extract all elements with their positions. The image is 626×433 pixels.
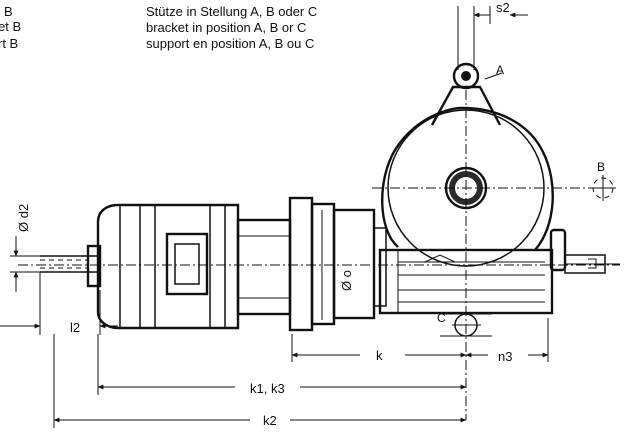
terminal-box [165, 232, 209, 296]
torque-bracket-b: B [590, 160, 616, 201]
caption-left-partial: B et B rt B [0, 4, 21, 51]
gearbox-housing [372, 90, 610, 420]
flange-plate [288, 196, 314, 332]
dim-k: k [291, 334, 467, 363]
caption-line-en: bracket in position A, B or C [146, 20, 306, 35]
dim-k1-k3: k1, k3 [97, 334, 467, 396]
worm-housing-body [378, 248, 554, 315]
dim-o-label: Ø o [339, 270, 354, 291]
worm-housing [378, 248, 554, 315]
motor-shaft [40, 244, 102, 288]
dim-l2: l2 [0, 272, 118, 335]
caption-partial-line-1: B [4, 4, 13, 19]
dim-d2-label: Ø d2 [16, 204, 31, 232]
terminal-box-cover [174, 243, 200, 285]
dim-d2: Ø d2 [10, 204, 40, 292]
position-c-label: C [437, 311, 446, 325]
dim-k2-label: k2 [263, 413, 277, 428]
dim-n3: n3 [465, 318, 549, 364]
lantern-housing [332, 208, 376, 320]
motor-end-shield [236, 218, 292, 316]
dim-l2-label: l2 [70, 320, 80, 335]
motor [96, 203, 292, 330]
worm-housing-mark [424, 254, 456, 263]
torque-bracket-c: C [437, 311, 492, 337]
bracket-a-pin [461, 71, 471, 81]
caption-partial-line-3: rt B [0, 36, 18, 51]
dim-s2-label: s2 [496, 0, 510, 15]
dim-n3-label: n3 [498, 349, 512, 364]
caption-line-de: Stütze in Stellung A, B oder C [146, 4, 317, 19]
worm-end-cap [549, 228, 567, 272]
torque-bracket-a: A [430, 6, 504, 126]
bracket-a-eye [452, 62, 480, 90]
gearbox-outline [381, 106, 554, 251]
dim-s2: s2 [473, 0, 528, 24]
bracket-position-caption: Stütze in Stellung A, B oder C bracket i… [146, 4, 317, 51]
caption-partial-line-2: et B [0, 19, 21, 34]
leader-a [484, 72, 503, 80]
flange-collar [310, 202, 336, 326]
lantern-spigot [373, 227, 387, 307]
adapter-flange: Ø o [288, 196, 387, 332]
position-b-label: B [597, 160, 605, 174]
dim-k-label: k [376, 348, 383, 363]
fan-cowl-stub [86, 244, 102, 288]
caption-line-fr: support en position A, B ou C [146, 36, 314, 51]
dim-k1-k3-label: k1, k3 [250, 381, 285, 396]
worm-shaft-end [549, 228, 620, 274]
position-a-label: A [496, 63, 504, 77]
dim-k2: k2 [53, 334, 467, 428]
